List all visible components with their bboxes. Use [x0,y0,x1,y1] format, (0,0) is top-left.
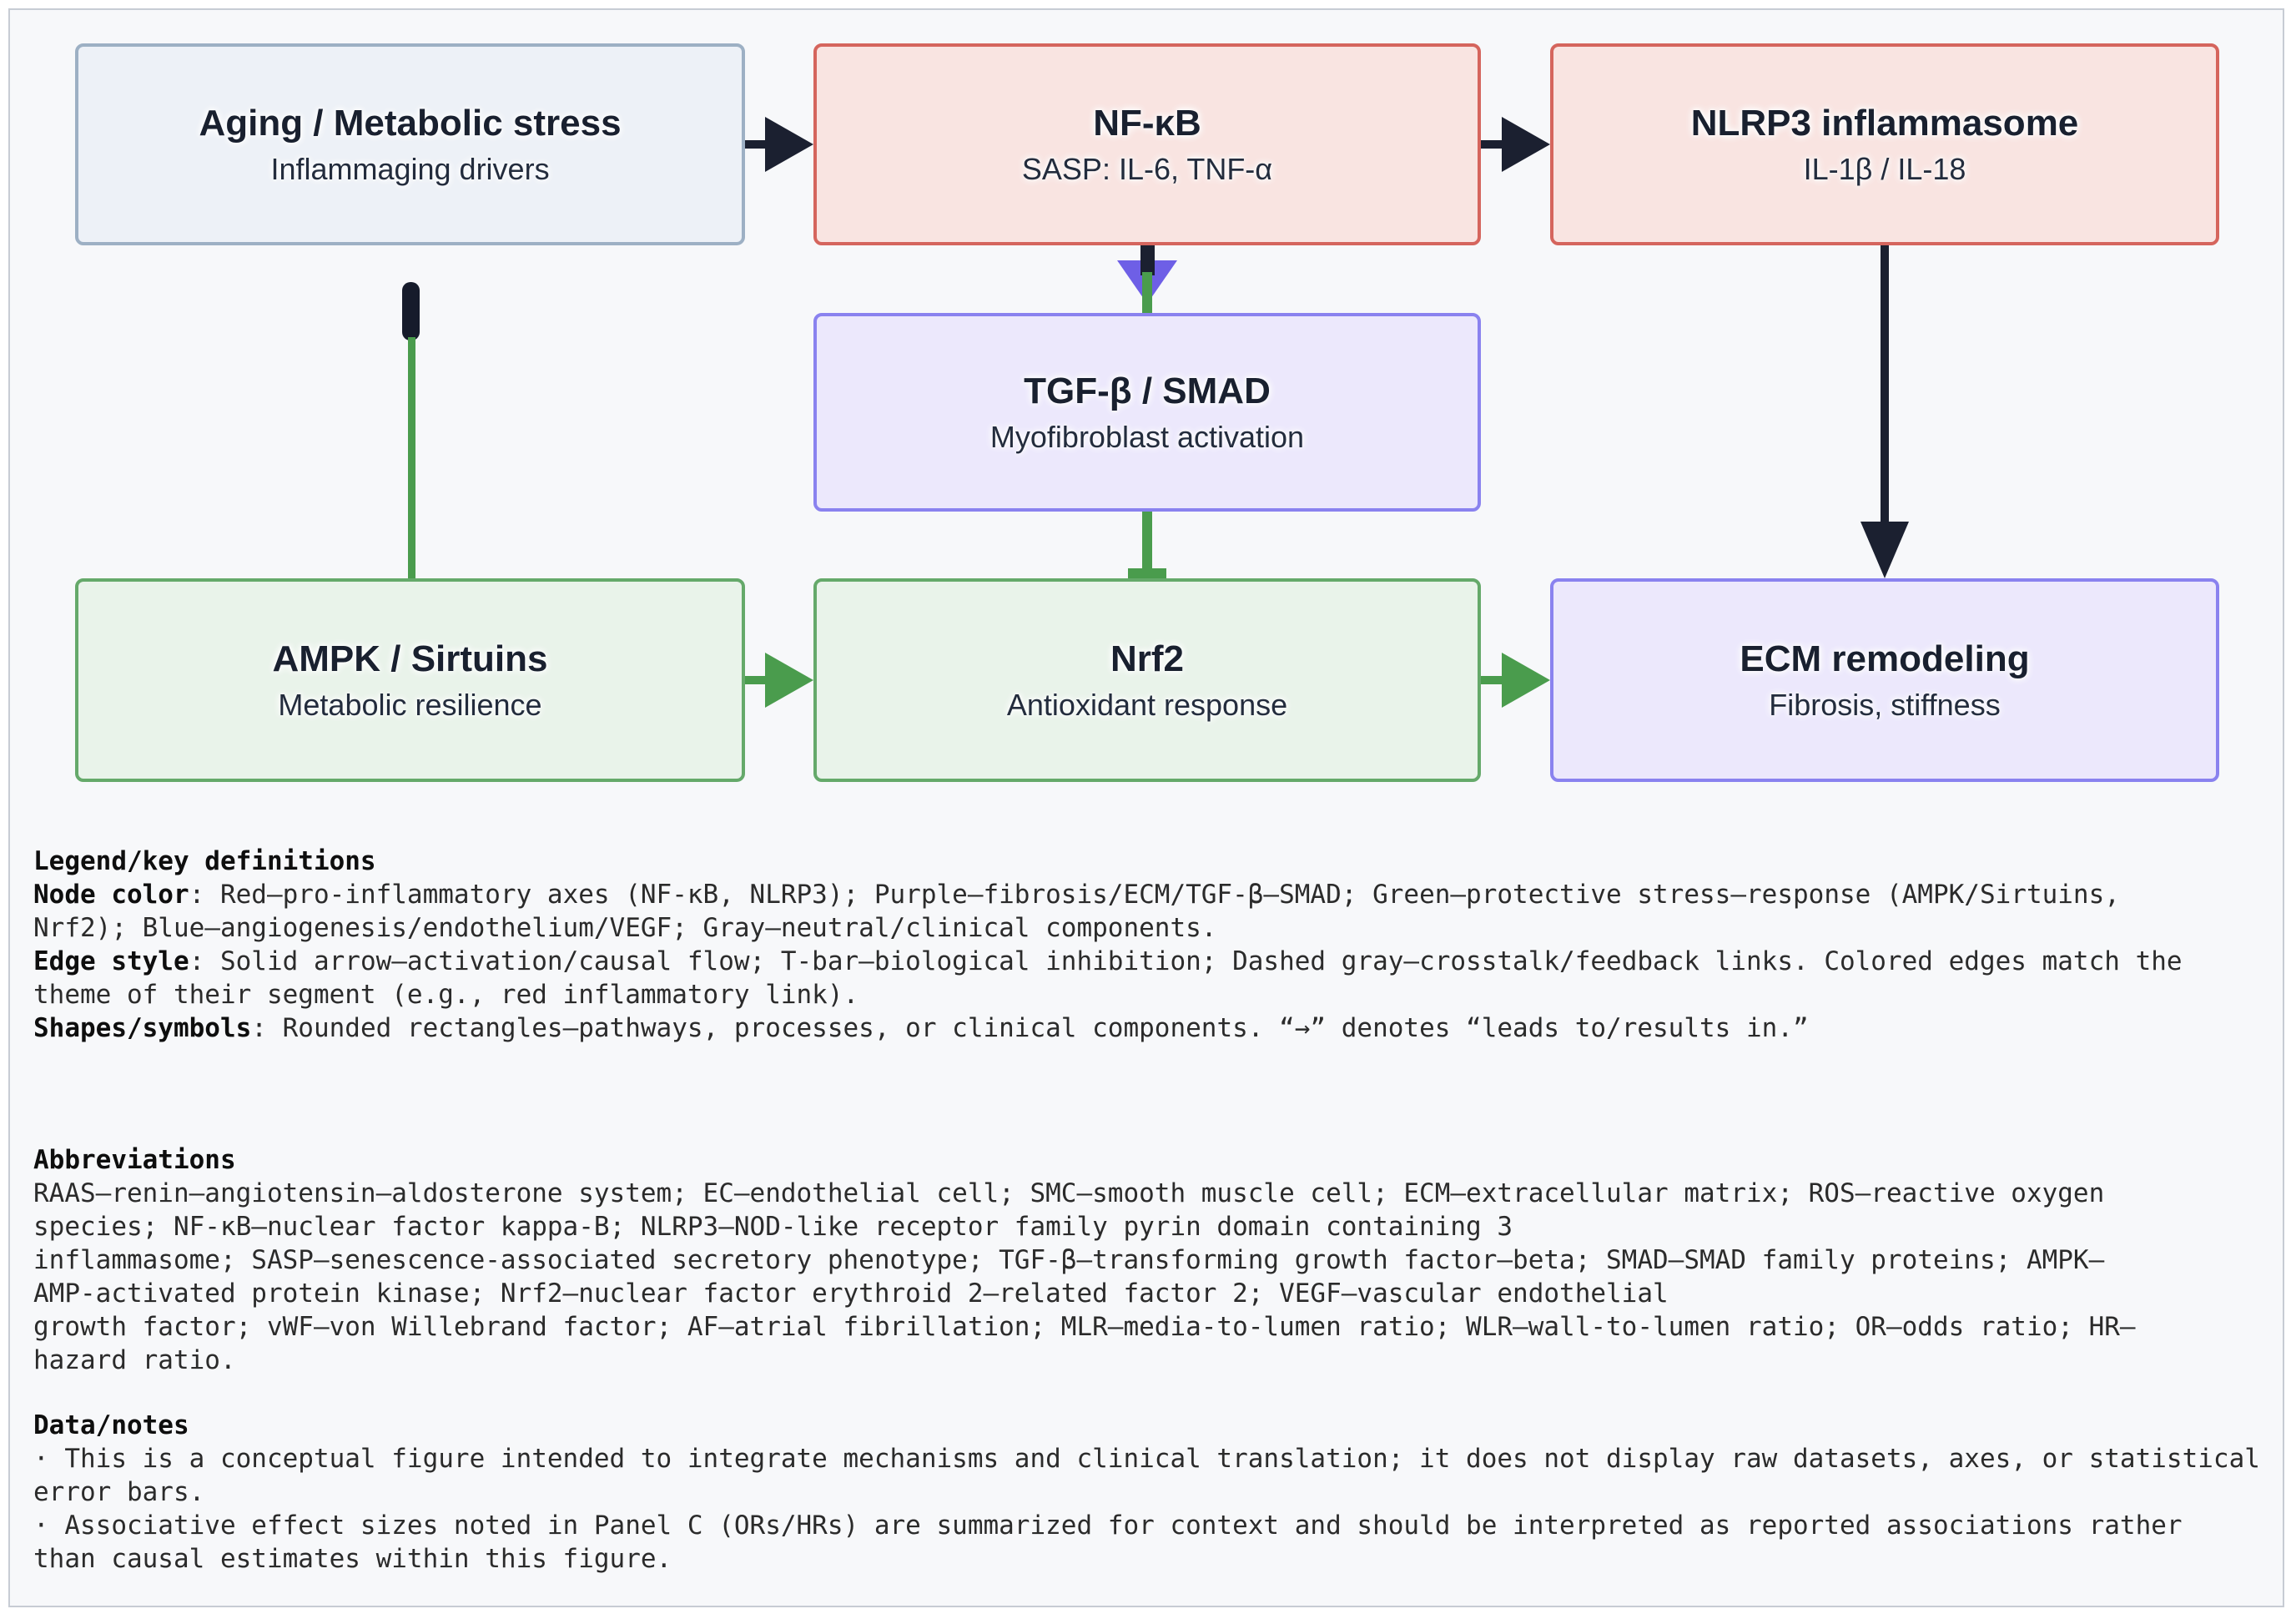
legend-line: Shapes/symbols: Rounded rectangles—pathw… [33,1013,1809,1043]
legend-line: Node color: Red—pro-inflammatory axes (N… [33,880,2120,910]
notes-line: · Associative effect sizes noted in Pane… [33,1511,2183,1541]
section-gap [33,1377,2263,1409]
node-subtitle: SASP: IL-6, TNF-α [1021,152,1273,186]
node-subtitle: Fibrosis, stiffness [1769,688,2001,722]
arrowhead-right-green-icon [765,653,813,708]
abbreviations-heading: Abbreviations [33,1145,236,1175]
abbreviations-line: species; NF-κB—nuclear factor kappa-B; N… [33,1212,1513,1242]
node-nfkb: NF-κB SASP: IL-6, TNF-α [813,43,1481,245]
t-bar-icon [1128,568,1166,578]
activation-arrow-icon [1481,676,1504,684]
node-subtitle: Antioxidant response [1006,688,1288,722]
node-title: NF-κB [1093,103,1201,144]
abbreviations-line: hazard ratio. [33,1345,236,1375]
abbreviations-line: inflammasome; SASP—senescence-associated… [33,1245,2105,1275]
activation-arrow-icon [745,676,768,684]
node-ecm-remodeling: ECM remodeling Fibrosis, stiffness [1550,578,2219,782]
node-title: NLRP3 inflammasome [1690,103,2079,144]
figure-frame: Aging / Metabolic stress Inflammaging dr… [8,8,2284,1607]
section-gap [33,1045,2263,1143]
arrowhead-down-icon [1860,522,1909,578]
arrowhead-right-green-icon [1502,653,1550,708]
node-title: Nrf2 [1110,638,1185,679]
legend-line: theme of their segment (e.g., red inflam… [33,980,859,1010]
node-title: ECM remodeling [1740,638,2030,679]
legend-line: Nrf2); Blue—angiogenesis/endothelium/VEG… [33,913,1217,943]
notes-line: error bars. [33,1477,205,1507]
activation-arrow-icon [1140,245,1155,275]
notes-line: than causal estimates within this figure… [33,1544,672,1574]
activation-arrow-icon [1881,245,1889,522]
node-nrf2: Nrf2 Antioxidant response [813,578,1481,782]
node-title: AMPK / Sirtuins [272,638,548,679]
node-subtitle: Metabolic resilience [278,688,542,722]
green-edge-line-icon [1142,272,1152,313]
node-subtitle: Inflammaging drivers [270,152,550,186]
activation-arrow-icon [745,140,770,149]
arrowhead-right-icon [765,117,813,172]
activation-arrow-icon [1481,140,1506,149]
abbreviations-line: AMP-activated protein kinase; Nrf2—nucle… [33,1279,1669,1309]
node-title: TGF-β / SMAD [1024,371,1271,411]
inhibition-line-icon [408,337,415,578]
legend-line: Edge style: Solid arrow—activation/causa… [33,946,2183,976]
node-tgfb-smad: TGF-β / SMAD Myofibroblast activation [813,313,1481,512]
abbreviations-line: RAAS—renin–angiotensin–aldosterone syste… [33,1178,2105,1208]
notes-heading: Data/notes [33,1410,189,1440]
node-title: Aging / Metabolic stress [199,103,622,144]
legend-heading: Legend/key definitions [33,846,376,876]
node-subtitle: Myofibroblast activation [989,420,1305,454]
inhibition-line-icon [1142,512,1152,578]
abbreviations-line: growth factor; vWF—von Willebrand factor… [33,1312,2136,1342]
node-subtitle: IL-1β / IL-18 [1803,152,1966,186]
node-nlrp3-inflammasome: NLRP3 inflammasome IL-1β / IL-18 [1550,43,2219,245]
t-bar-icon [402,282,420,340]
node-aging-metabolic-stress: Aging / Metabolic stress Inflammaging dr… [75,43,745,245]
node-ampk-sirtuins: AMPK / Sirtuins Metabolic resilience [75,578,745,782]
caption-text-column: Legend/key definitions Node color: Red—p… [33,845,2263,1576]
arrowhead-right-icon [1502,117,1550,172]
notes-line: · This is a conceptual figure intended t… [33,1444,2260,1474]
